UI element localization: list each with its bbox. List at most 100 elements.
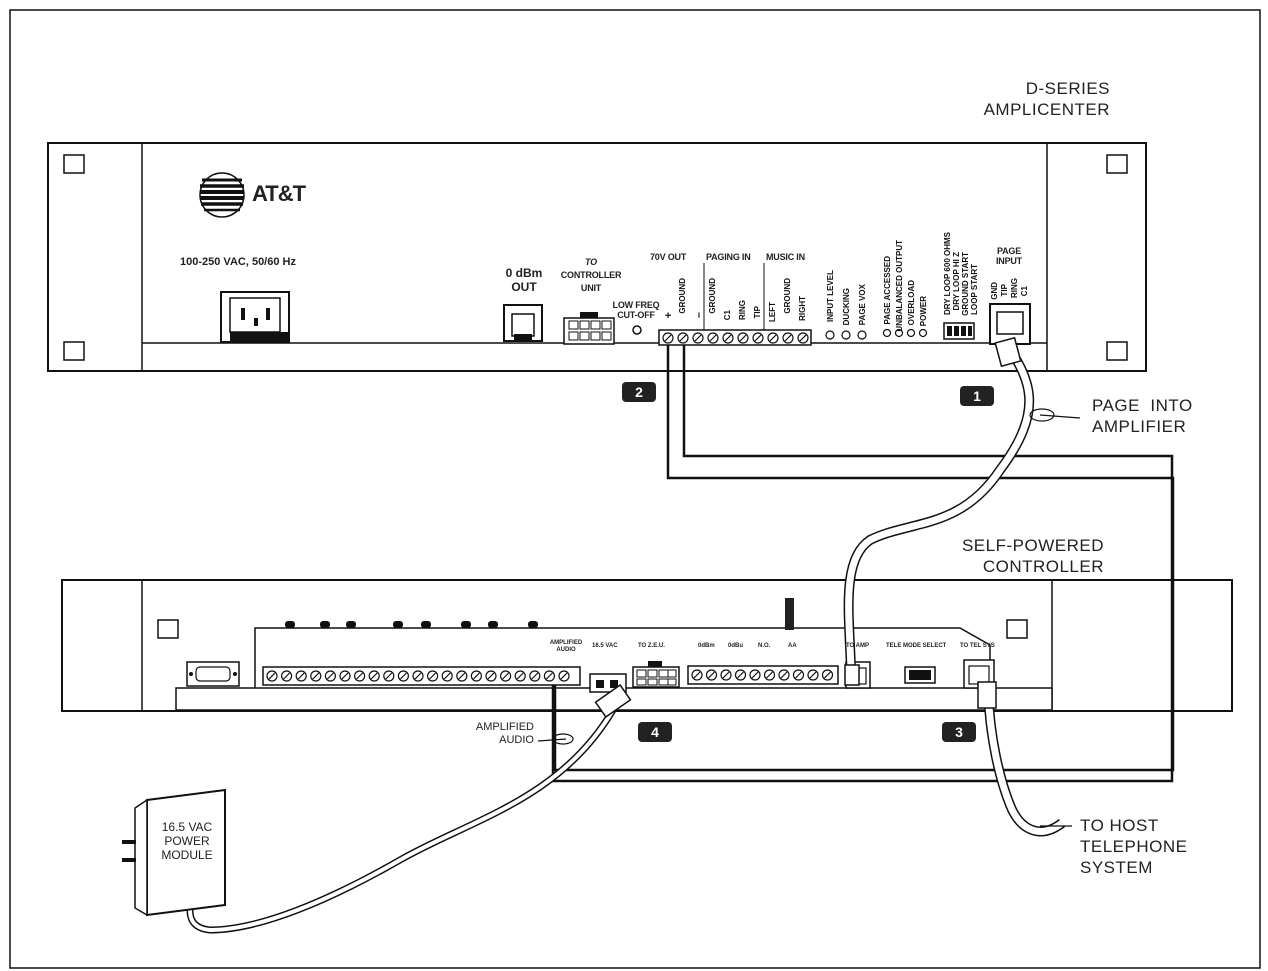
terminal-screw-slot — [312, 672, 320, 680]
ctrl-label-0dbm: 0dBm — [698, 643, 715, 649]
dbm-out-line2: OUT — [511, 280, 537, 294]
terminal-screw-slot — [795, 671, 802, 679]
power-module-line2: POWER — [164, 834, 210, 848]
page-input-line2: INPUT — [995, 256, 1022, 266]
switch-label-dry-hiz: DRY LOOP HI Z — [952, 252, 961, 311]
page-into-label: PAGE INTO AMPLIFIER — [1092, 395, 1193, 437]
terminal-screw-slot — [399, 672, 407, 680]
low-freq-line2: CUT-OFF — [617, 310, 655, 320]
control-label-page-vox: PAGE VOX — [858, 284, 867, 326]
terminal-label-right: RIGHT — [798, 296, 807, 321]
amp-terminal-strip — [658, 263, 812, 346]
figure-border — [9, 9, 1261, 969]
terminal-screw-slot — [824, 671, 831, 679]
step-badge-3: 3 — [942, 722, 976, 742]
led-label-unbalanced: UNBALANCED OUTPUT — [895, 240, 904, 332]
terminal-screw-slot — [297, 672, 305, 680]
step-badge-4: 4 — [638, 722, 672, 742]
power-module-cable — [186, 683, 632, 934]
amp-control-knobs — [825, 330, 867, 340]
group-paging-label: PAGING IN — [706, 252, 751, 262]
terminal-screw-slot — [766, 671, 773, 679]
page-into-label-line1: PAGE INTO — [1092, 396, 1193, 415]
terminal-screw-slot — [560, 672, 568, 680]
host-telephone-cable — [977, 681, 1066, 837]
terminal-label-plus: + — [663, 312, 675, 319]
controller-label-line1: SELF-POWERED — [961, 536, 1104, 555]
power-rating: 100-250 VAC, 50/60 Hz — [180, 256, 296, 268]
to-controller-connector — [563, 312, 615, 345]
terminal-screw-slot — [414, 672, 422, 680]
amplified-audio-label: AMPLIFIED AUDIO — [458, 721, 534, 747]
terminal-screw-slot — [531, 672, 539, 680]
controller-label-line2: CONTROLLER — [982, 557, 1104, 576]
terminal-screw-slot — [283, 672, 291, 680]
to-controller-line1: TO — [585, 257, 597, 267]
power-module-line1: 16.5 VAC — [161, 820, 213, 834]
terminal-screw-slot — [268, 672, 276, 680]
ctrl-label-aa: AA — [788, 643, 797, 649]
ctrl-label-to-zeu: TO Z.E.U. — [638, 643, 665, 649]
page-into-label-line2: AMPLIFIER — [1092, 417, 1187, 436]
dbm-out-line1: 0 dBm — [505, 266, 543, 280]
ctrl-label-tele-mode: TELE MODE SELECT — [886, 643, 947, 649]
terminal-label-tip: TIP — [753, 306, 762, 319]
amplicenter-unit — [47, 142, 1147, 372]
terminal-screw-slot — [326, 672, 334, 680]
terminal-label-ground-1: GROUND — [678, 278, 687, 314]
terminal-screw-slot — [487, 672, 495, 680]
control-label-ducking: DUCKING — [842, 288, 851, 326]
terminal-screw-slot — [516, 672, 524, 680]
zeu-connector — [632, 661, 680, 688]
terminal-screw-slot — [472, 672, 480, 680]
low-freq-label: LOW FREQ CUT-OFF — [608, 300, 664, 320]
terminal-screw-slot — [458, 672, 466, 680]
ctrl-label-no: N.O. — [758, 643, 771, 649]
terminal-screw-slot — [545, 672, 553, 680]
to-host-label-line2: TELEPHONE — [1080, 837, 1188, 856]
terminal-label-minus: – — [693, 312, 705, 319]
dbm-out-jack — [503, 304, 543, 342]
amp-status-leds — [882, 328, 928, 338]
ctrl-label-to-amp: TO AMP — [846, 643, 870, 649]
control-label-input-level: INPUT LEVEL — [826, 270, 835, 323]
leader-lines — [537, 408, 1081, 827]
controller-label: SELF-POWERED CONTROLLER — [920, 535, 1104, 577]
jack-pin-ring: RING — [1010, 278, 1019, 298]
ctrl-label-0dbu: 0dBu — [728, 643, 743, 649]
switch-label-loop-start: LOOP START — [970, 264, 979, 315]
step-badge-1: 1 — [960, 386, 994, 406]
to-controller-line2: CONTROLLER — [560, 270, 622, 280]
terminal-screw-slot — [751, 671, 759, 679]
amplicenter-label-line1: D-SERIES — [1025, 79, 1110, 98]
terminal-screw-slot — [385, 672, 393, 680]
amplicenter-label: D-SERIES AMPLICENTER — [960, 78, 1110, 120]
controller-top-knobs — [285, 598, 794, 630]
dbm-out-label: 0 dBm OUT — [496, 266, 552, 294]
terminal-screw-slot — [780, 671, 788, 679]
to-host-label-line3: SYSTEM — [1080, 858, 1153, 877]
amplified-audio-line1: AMPLIFIED — [475, 721, 534, 733]
jack-pin-c1: C1 — [1020, 286, 1029, 297]
tele-mode-switch — [904, 666, 936, 684]
terminal-screw-slot — [341, 672, 349, 680]
mode-dip-switch — [943, 322, 975, 340]
led-label-power: POWER — [919, 296, 928, 327]
group-music-label: MUSIC IN — [766, 252, 805, 262]
terminal-screw-slot — [443, 672, 451, 680]
db9-connector — [186, 661, 240, 687]
switch-label-ground-start: GROUND START — [961, 252, 970, 316]
jack-pin-gnd: GND — [990, 282, 999, 300]
terminal-screw-slot — [429, 672, 437, 680]
page-input-jack — [989, 303, 1031, 345]
power-module — [122, 788, 226, 917]
page-cable — [843, 336, 1035, 686]
to-host-label-line1: TO HOST — [1080, 816, 1159, 835]
terminal-screw-slot — [356, 672, 364, 680]
att-globe-icon — [199, 172, 245, 218]
terminal-screw-slot — [737, 671, 744, 679]
controller-terminal-screws-right — [691, 669, 834, 681]
terminal-label-ground-3: GROUND — [783, 278, 792, 314]
terminal-label-left: LEFT — [768, 302, 777, 322]
